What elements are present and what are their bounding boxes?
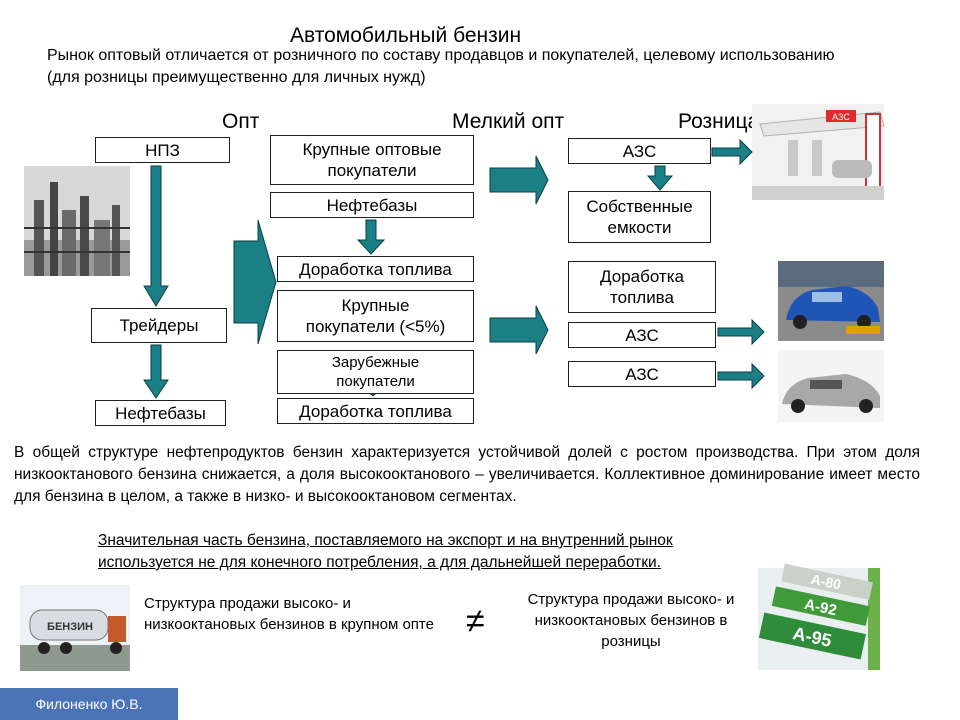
blue-car-image <box>778 261 884 341</box>
arrow-opt-to-smallopt-top <box>489 155 549 205</box>
box-azs-1-label: АЗС <box>622 141 657 161</box>
box-traders-label: Трейдеры <box>119 316 199 335</box>
box-own-tanks-line1: Собственные <box>586 197 693 216</box>
box-large-wholesale-buyers-line2: покупатели <box>327 161 417 180</box>
box-large-buyers-line2: покупатели (<5%) <box>305 317 446 336</box>
caption-wholesale: Структура продажи высоко- и низкооктанов… <box>144 595 434 633</box>
box-foreign-buyers: Зарубежные покупатели <box>277 350 474 394</box>
arrow-traders-to-middle <box>233 219 277 345</box>
box-neftebazy-left: Нефтебазы <box>95 400 226 426</box>
silver-car-image <box>778 350 884 422</box>
gas-station-image: АЗС <box>752 104 885 200</box>
underlined-note: Значительная часть бензина, поставляемог… <box>98 530 798 574</box>
box-traders: Трейдеры <box>91 308 227 343</box>
box-dorabotka-2-label: Доработка топлива <box>299 401 452 421</box>
fuel-label-a92: А-92 <box>803 596 838 619</box>
box-azs-2-label: АЗС <box>625 325 659 345</box>
box-azs-2: АЗС <box>568 322 716 348</box>
box-foreign-buyers-line1: Зарубежные <box>331 354 420 371</box>
truck-label-text: БЕНЗИН <box>47 621 93 633</box>
box-dorabotka-retail-line2: топлива <box>610 288 674 307</box>
box-neftebazy-mid: Нефтебазы <box>270 192 474 218</box>
underlined-note-line1: Значительная часть бензина, поставляемог… <box>98 532 673 549</box>
box-neftebazy-mid-label: Нефтебазы <box>326 195 418 215</box>
box-large-buyers-line1: Крупные <box>341 296 410 315</box>
arrow-azs-to-own-tanks <box>646 165 674 191</box>
column-header-small-opt: Мелкий опт <box>452 110 565 133</box>
box-neftebazy-left-label: Нефтебазы <box>115 403 206 423</box>
column-header-opt: Опт <box>222 110 260 133</box>
intro-text: Рынок оптовый отличается от розничного п… <box>47 47 835 86</box>
refinery-image <box>24 166 130 276</box>
arrow-traders-to-neftebazy <box>143 344 169 399</box>
box-dorabotka-1: Доработка топлива <box>277 256 474 282</box>
box-npz-label: НПЗ <box>145 140 180 160</box>
column-header-retail: Розница <box>678 110 760 133</box>
box-large-buyers: Крупные покупатели (<5%) <box>277 290 474 342</box>
not-equal-sign: ≠ <box>466 602 485 640</box>
box-foreign-buyers-line2: покупатели <box>336 373 415 390</box>
box-dorabotka-1-label: Доработка топлива <box>299 259 452 279</box>
underlined-note-line2: используется не для конечного потреблени… <box>98 554 661 571</box>
fuel-price-sign-image: А-80 А-92 А-95 <box>758 563 880 670</box>
box-own-tanks-line2: емкости <box>607 218 672 237</box>
box-dorabotka-2: Доработка топлива <box>277 398 474 424</box>
box-azs-1: АЗС <box>568 138 711 164</box>
box-own-tanks: Собственные емкости <box>568 191 711 243</box>
box-dorabotka-retail-line1: Доработка <box>600 267 684 286</box>
arrow-neftebazy-to-dorabotka <box>356 219 386 255</box>
arrow-azs3-to-silvercar <box>717 362 765 390</box>
arrow-middle-to-retail <box>489 305 549 355</box>
fuel-truck-image: БЕНЗИН <box>20 585 130 671</box>
fuel-label-a80: А-80 <box>810 571 843 593</box>
box-azs-3: АЗС <box>568 361 716 387</box>
structure-paragraph: В общей структуре нефтепродуктов бензин … <box>14 444 920 505</box>
author-footer: Филоненко Ю.В. <box>0 688 178 720</box>
box-large-wholesale-buyers-line1: Крупные оптовые <box>302 140 442 159</box>
caption-retail: Структура продажи высоко- и низкооктанов… <box>527 591 735 650</box>
box-dorabotka-retail: Доработка топлива <box>568 261 716 313</box>
box-npz: НПЗ <box>95 137 230 163</box>
box-large-wholesale-buyers: Крупные оптовые покупатели <box>270 135 474 185</box>
arrow-npz-to-traders <box>143 165 169 307</box>
slide-title: Автомобильный бензин <box>290 24 522 47</box>
arrow-azs2-to-bluecar <box>717 318 765 346</box>
box-azs-3-label: АЗС <box>625 364 659 384</box>
arrow-azs1-to-station <box>711 138 753 166</box>
station-sign-text: АЗС <box>832 112 850 122</box>
